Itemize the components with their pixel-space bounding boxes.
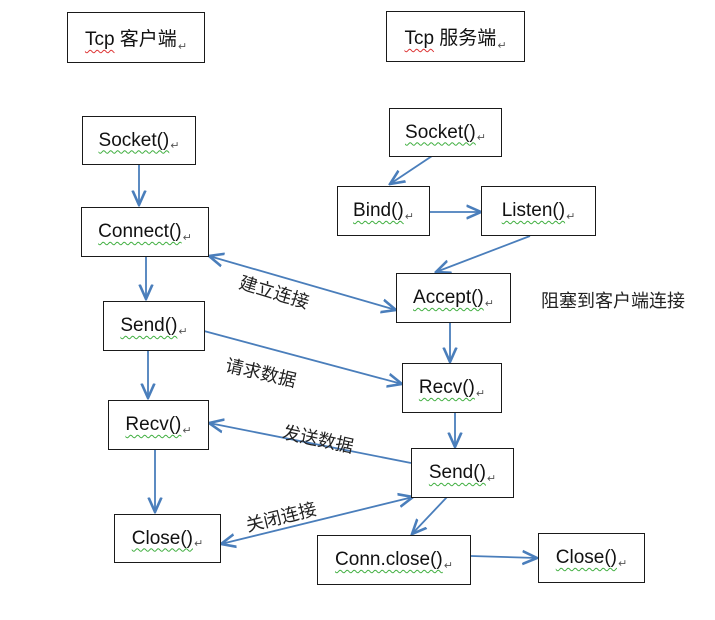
client-title: Tcp 客户端↵	[84, 29, 188, 53]
server-close-label: Close()	[555, 547, 617, 568]
client-send-label: Send()	[120, 315, 178, 336]
blocking-note: 阻塞到客户端连接	[541, 291, 685, 312]
server-recv-node: Recv()↵	[402, 363, 502, 413]
server-connclose-label: Conn.close()	[335, 549, 443, 570]
arrow-request-data	[203, 330, 402, 384]
server-recv-label: Recv()	[418, 377, 475, 398]
server-socket-label: Socket()	[405, 121, 476, 143]
client-recv-label: Recv()	[125, 414, 182, 435]
client-connect-label: Connect()	[98, 221, 182, 242]
client-send-node: Send()↵	[103, 301, 205, 351]
client-close-label: Close()	[131, 527, 193, 549]
client-connect-node: Connect()↵	[81, 207, 209, 257]
arrow-server-listen-accept	[436, 235, 531, 272]
client-close-node: Close()↵	[114, 514, 221, 563]
client-title-box: Tcp 客户端↵	[67, 12, 205, 63]
server-send-label: Send()	[428, 462, 486, 483]
server-bind-label: Bind()	[353, 200, 404, 221]
server-title-box: Tcp 服务端↵	[386, 11, 525, 62]
arrow-send-data	[209, 423, 412, 464]
server-socket-node: Socket()↵	[389, 108, 502, 157]
arrow-server-socket-bind	[390, 155, 433, 184]
server-title: Tcp 服务端↵	[404, 28, 507, 52]
server-listen-label: Listen()	[501, 200, 566, 221]
arrow-server-connclose-close	[470, 556, 537, 558]
client-socket-label: Socket()	[98, 129, 170, 151]
server-send-node: Send()↵	[411, 448, 514, 498]
client-socket-node: Socket()↵	[82, 116, 196, 165]
arrow-server-send-connclose	[412, 496, 448, 534]
server-connclose-node: Conn.close()↵	[317, 535, 471, 585]
arrow-establish-connection	[209, 256, 396, 310]
server-accept-label: Accept()	[413, 287, 484, 308]
arrow-close-connection	[221, 497, 413, 544]
server-listen-node: Listen()↵	[481, 186, 596, 236]
server-bind-node: Bind()↵	[337, 186, 430, 236]
server-close-node: Close()↵	[538, 533, 645, 583]
server-accept-node: Accept()↵	[396, 273, 511, 323]
client-recv-node: Recv()↵	[108, 400, 209, 450]
